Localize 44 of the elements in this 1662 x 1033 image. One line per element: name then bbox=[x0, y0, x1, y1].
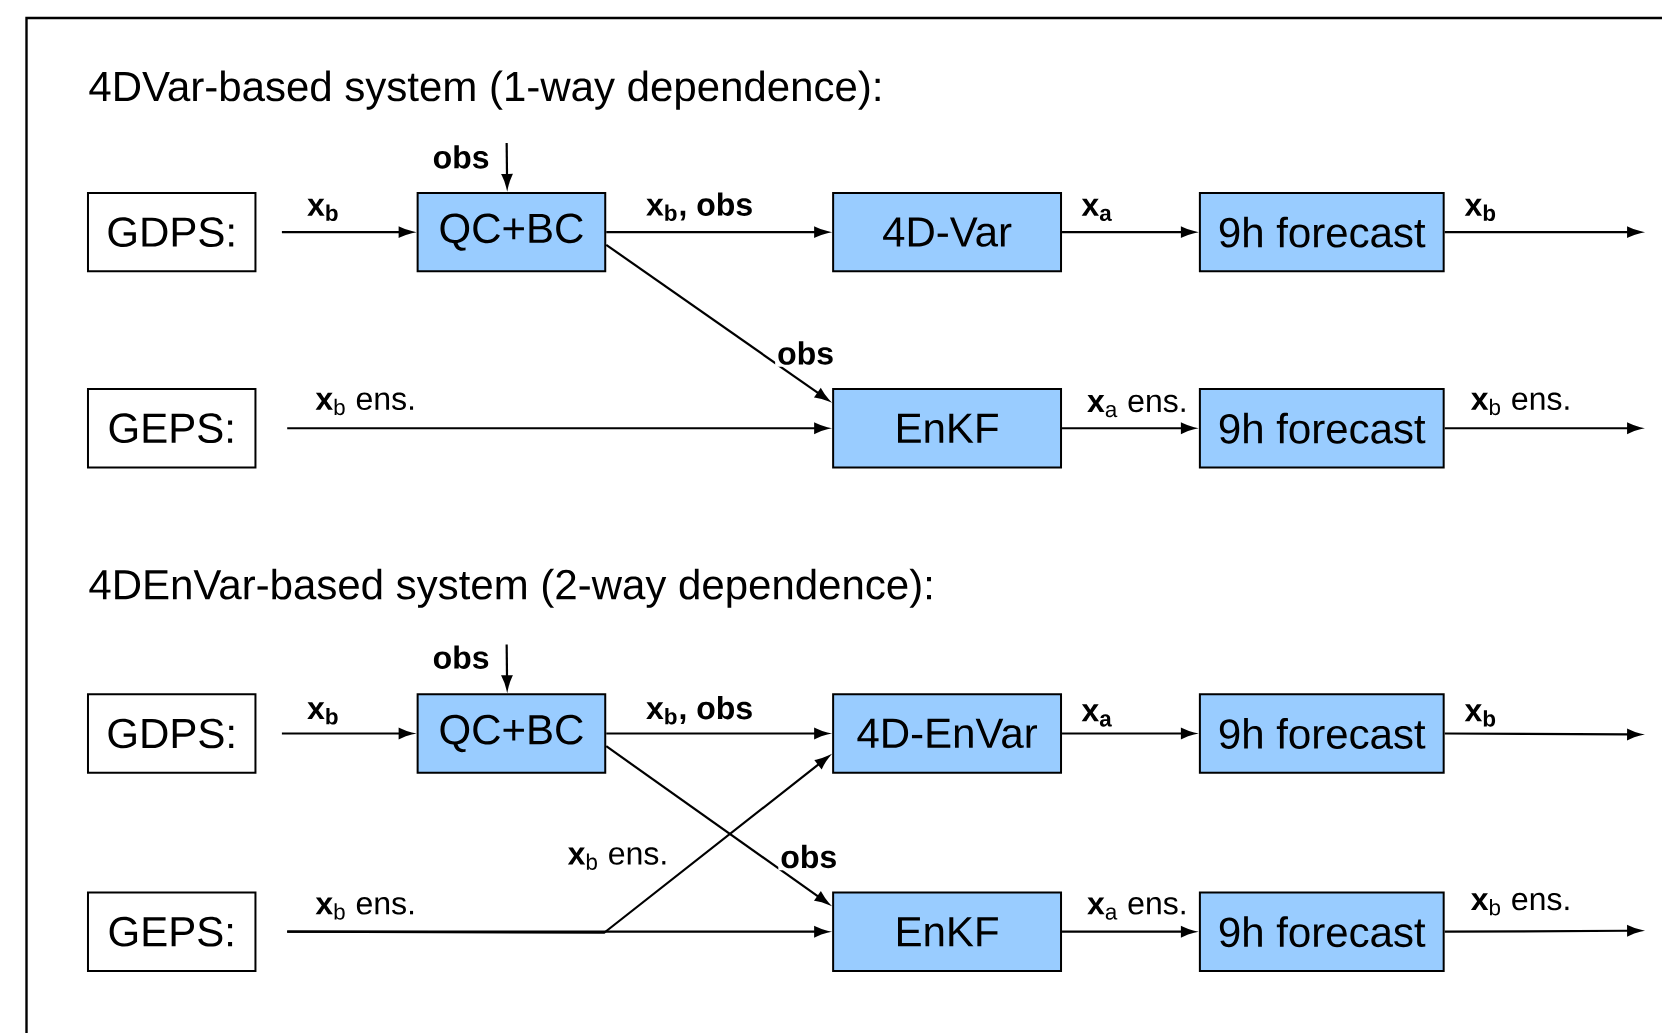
edge-label: x$_{b}$ bbox=[1462, 196, 1499, 223]
edge-label: obs bbox=[430, 643, 492, 671]
edge-label: obs bbox=[775, 339, 836, 367]
arrow bbox=[1444, 925, 1642, 936]
system-box: GDPS: bbox=[87, 693, 257, 774]
process-box: EnKF bbox=[832, 891, 1063, 972]
edge-label: obs bbox=[778, 842, 840, 870]
arrow bbox=[606, 226, 829, 238]
process-box: EnKF bbox=[832, 387, 1063, 469]
arrow bbox=[1444, 226, 1642, 238]
system-box: GEPS: bbox=[87, 891, 257, 972]
section-heading: 4DVar-based system (1-way dependence): bbox=[89, 70, 880, 110]
process-box: 4D-Var bbox=[832, 191, 1063, 273]
process-box: 9h forecast bbox=[1198, 693, 1445, 774]
arrow bbox=[287, 422, 829, 434]
edge-label: x$_{b}$ ens. bbox=[1468, 390, 1574, 417]
section-heading: 4DEnVar-based system (2-way dependence): bbox=[89, 568, 931, 608]
arrow bbox=[287, 755, 830, 934]
edge-label: x$_{b}$ bbox=[305, 700, 342, 727]
process-box: 9h forecast bbox=[1198, 387, 1445, 469]
edge-label: x$_{b}$ ens. bbox=[313, 390, 418, 417]
edge-label: x$_{a}$ bbox=[1079, 702, 1115, 729]
system-box: GDPS: bbox=[87, 191, 257, 273]
process-box: 4D-EnVar bbox=[832, 693, 1063, 774]
system-box: GEPS: bbox=[87, 387, 257, 469]
edge-label: x$_{a}$ ens. bbox=[1085, 894, 1190, 922]
process-box: 9h forecast bbox=[1198, 191, 1445, 273]
process-box: 9h forecast bbox=[1198, 891, 1445, 972]
edge-label: x$_{a}$ bbox=[1079, 196, 1115, 223]
edge-label: x$_{b}$ bbox=[305, 196, 342, 223]
edge-label: x$_{b}$ bbox=[1462, 702, 1499, 729]
edge-label: obs bbox=[430, 142, 492, 171]
edge-label: x$_{a}$ ens. bbox=[1085, 392, 1190, 420]
edge-label: x$_{b}$, obs bbox=[644, 190, 756, 223]
edge-label: x$_{b}$ ens. bbox=[313, 894, 418, 922]
arrow bbox=[501, 644, 513, 690]
arrow bbox=[605, 745, 830, 905]
edge-label: x$_{b}$ ens. bbox=[565, 845, 671, 872]
process-box: QC+BC bbox=[416, 191, 607, 273]
process-box: QC+BC bbox=[416, 693, 607, 774]
edge-label: x$_{b}$ ens. bbox=[1468, 890, 1574, 918]
edge-label: x$_{b}$, obs bbox=[644, 693, 756, 727]
arrow bbox=[1444, 422, 1642, 434]
arrow bbox=[605, 243, 830, 401]
